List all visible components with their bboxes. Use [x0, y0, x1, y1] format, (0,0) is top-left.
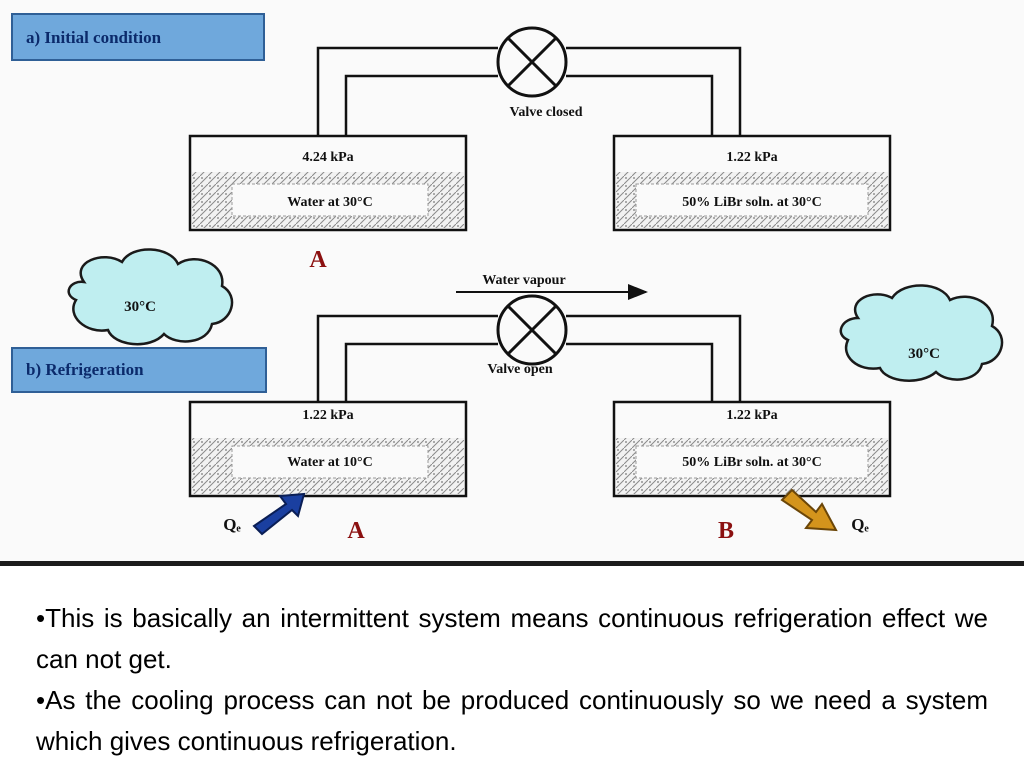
content-a-left: Water at 30°C — [287, 195, 372, 210]
diagram-divider — [0, 561, 1024, 566]
letter-a-refrigeration: A — [347, 518, 365, 544]
heat-in-label: Qₑ — [223, 515, 241, 534]
title-box-initial — [11, 13, 265, 61]
title-box-refrigeration — [11, 347, 267, 393]
heat-out-arrow — [780, 488, 838, 532]
bullet-text-two: •As the cooling process can not be produ… — [36, 680, 988, 762]
pressure-a-right: 1.22 kPa — [726, 150, 777, 165]
pipe-inner-b — [344, 342, 714, 402]
valve-label-closed: Valve closed — [510, 105, 583, 120]
bullet-two: •As the cooling process can not be produ… — [36, 685, 988, 756]
heat-out-label: Qₑ — [851, 515, 869, 534]
content-b-left: Water at 10°C — [287, 455, 372, 470]
letter-a-initial: A — [309, 247, 327, 273]
letter-b-refrigeration: B — [718, 518, 734, 544]
pressure-b-right: 1.22 kPa — [726, 408, 777, 423]
pipe-outer-b — [316, 314, 742, 402]
title-refrigeration: b) Refrigeration — [26, 360, 144, 379]
heat-in-arrow — [252, 492, 306, 536]
content-b-right: 50% LiBr soln. at 30°C — [682, 455, 822, 470]
valve-label-open: Valve open — [487, 362, 552, 377]
content-a-right: 50% LiBr soln. at 30°C — [682, 195, 822, 210]
pressure-b-left: 1.22 kPa — [302, 408, 353, 423]
bullet-text-one: •This is basically an intermittent syste… — [36, 598, 988, 680]
cloud-left — [67, 248, 234, 346]
pipe-inner-a — [344, 74, 714, 136]
title-initial: a) Initial condition — [26, 28, 162, 47]
pipe-outer-a — [316, 46, 742, 136]
diagram-area: a) Initial condition Valve closed 4.24 k… — [11, 13, 1004, 544]
bullet-one: •This is basically an intermittent syste… — [36, 603, 988, 674]
valve-b — [496, 294, 568, 366]
pressure-a-left: 4.24 kPa — [302, 150, 353, 165]
cloud-left-temp: 30°C — [124, 299, 156, 315]
cloud-right-temp: 30°C — [908, 346, 940, 362]
valve-a — [496, 26, 568, 98]
flow-label: Water vapour — [482, 273, 565, 288]
absorption-diagram: a) Initial condition Valve closed 4.24 k… — [11, 13, 1004, 544]
cloud-right — [839, 284, 1004, 382]
